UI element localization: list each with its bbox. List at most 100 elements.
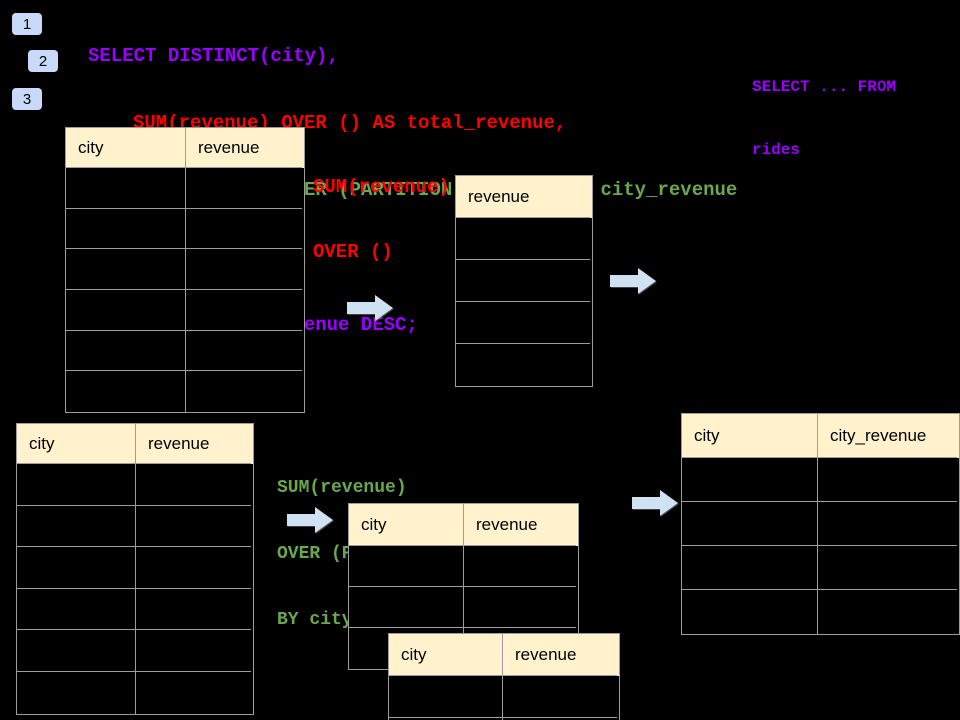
empty-cell bbox=[66, 208, 186, 250]
empty-cell bbox=[186, 209, 302, 250]
empty-cell bbox=[818, 458, 957, 502]
sql-line-select: SELECT DISTINCT(city), bbox=[88, 44, 339, 67]
table-row bbox=[66, 330, 304, 372]
empty-cell bbox=[186, 168, 302, 209]
table-row bbox=[682, 590, 959, 634]
empty-cell bbox=[818, 590, 957, 634]
table-row bbox=[17, 630, 253, 672]
empty-cell bbox=[66, 371, 186, 413]
table-row bbox=[17, 588, 253, 631]
step-badge-2: 2 bbox=[28, 50, 58, 72]
empty-cell bbox=[17, 588, 136, 631]
table-row bbox=[456, 302, 592, 344]
table-row bbox=[389, 718, 619, 720]
empty-cell bbox=[17, 505, 136, 548]
empty-cell bbox=[818, 502, 957, 546]
empty-cell bbox=[17, 464, 136, 506]
empty-cell bbox=[136, 464, 251, 506]
table-row bbox=[66, 290, 304, 331]
annotation-line: SUM(revenue) bbox=[277, 478, 407, 498]
empty-cell bbox=[66, 290, 186, 331]
empty-cell bbox=[136, 630, 251, 672]
table-row bbox=[66, 168, 304, 209]
table-row bbox=[17, 505, 253, 548]
step-badge-1: 1 bbox=[12, 13, 42, 35]
empty-cell bbox=[503, 676, 617, 718]
note-line: rides bbox=[752, 141, 801, 159]
empty-cell bbox=[186, 249, 302, 291]
empty-cell bbox=[17, 671, 136, 714]
table-row bbox=[17, 547, 253, 589]
empty-cell bbox=[136, 506, 251, 548]
arrow-right-icon bbox=[632, 490, 678, 516]
arrow-right-icon bbox=[287, 507, 333, 533]
table-row bbox=[66, 249, 304, 291]
column-header: revenue bbox=[456, 176, 590, 218]
table-row bbox=[66, 371, 304, 413]
empty-cell bbox=[186, 290, 302, 331]
column-header: city bbox=[17, 424, 136, 464]
empty-cell bbox=[349, 546, 464, 587]
empty-cell bbox=[136, 672, 251, 714]
empty-cell bbox=[17, 630, 136, 672]
empty-cell bbox=[456, 260, 590, 302]
table-row bbox=[17, 464, 253, 506]
table-row bbox=[456, 260, 592, 302]
column-header: revenue bbox=[186, 128, 302, 168]
table-row bbox=[389, 676, 619, 718]
table-row bbox=[349, 587, 578, 628]
empty-cell bbox=[136, 547, 251, 589]
column-header: revenue bbox=[136, 424, 251, 464]
empty-cell bbox=[66, 249, 186, 291]
empty-cell bbox=[66, 168, 186, 209]
empty-cell bbox=[136, 589, 251, 631]
empty-cell bbox=[682, 590, 818, 634]
arrow-right-icon bbox=[347, 295, 393, 321]
table-header-row: revenue bbox=[456, 176, 592, 218]
empty-cell bbox=[389, 718, 503, 720]
empty-cell bbox=[186, 331, 302, 372]
sql-line-total: SUM(revenue) OVER () AS total_revenue, bbox=[133, 112, 567, 135]
empty-cell bbox=[682, 502, 818, 546]
empty-cell bbox=[818, 546, 957, 590]
total-revenue-annotation: SUM(revenue) OVER () bbox=[313, 134, 450, 306]
empty-cell bbox=[17, 547, 136, 589]
note-line: SELECT ... FROM bbox=[752, 78, 897, 96]
column-header: city bbox=[349, 504, 464, 546]
empty-cell bbox=[66, 330, 186, 372]
select-from-note: SELECT ... FROM rides bbox=[752, 35, 896, 203]
empty-cell bbox=[349, 587, 464, 628]
column-header: city bbox=[66, 128, 186, 168]
empty-cell bbox=[456, 218, 590, 260]
table-row bbox=[682, 546, 959, 590]
column-header: city bbox=[389, 634, 503, 676]
column-header: city_revenue bbox=[818, 414, 957, 458]
annotation-line: SUM(revenue) bbox=[313, 176, 450, 198]
empty-cell bbox=[682, 546, 818, 590]
table-row bbox=[349, 546, 578, 587]
empty-cell bbox=[464, 587, 576, 628]
empty-cell bbox=[389, 676, 503, 718]
empty-cell bbox=[186, 371, 302, 412]
step-badge-3: 3 bbox=[12, 88, 42, 110]
empty-cell bbox=[464, 546, 576, 587]
empty-cell bbox=[456, 344, 590, 386]
table-revenue-only: revenue bbox=[455, 175, 593, 387]
column-header: city bbox=[682, 414, 818, 458]
arrow-right-icon bbox=[610, 268, 656, 294]
annotation-line: OVER () bbox=[313, 240, 393, 263]
table-row bbox=[456, 218, 592, 260]
table-row bbox=[682, 502, 959, 546]
table-row bbox=[456, 344, 592, 386]
empty-cell bbox=[682, 458, 818, 502]
column-header: revenue bbox=[503, 634, 617, 676]
table-row bbox=[17, 671, 253, 714]
